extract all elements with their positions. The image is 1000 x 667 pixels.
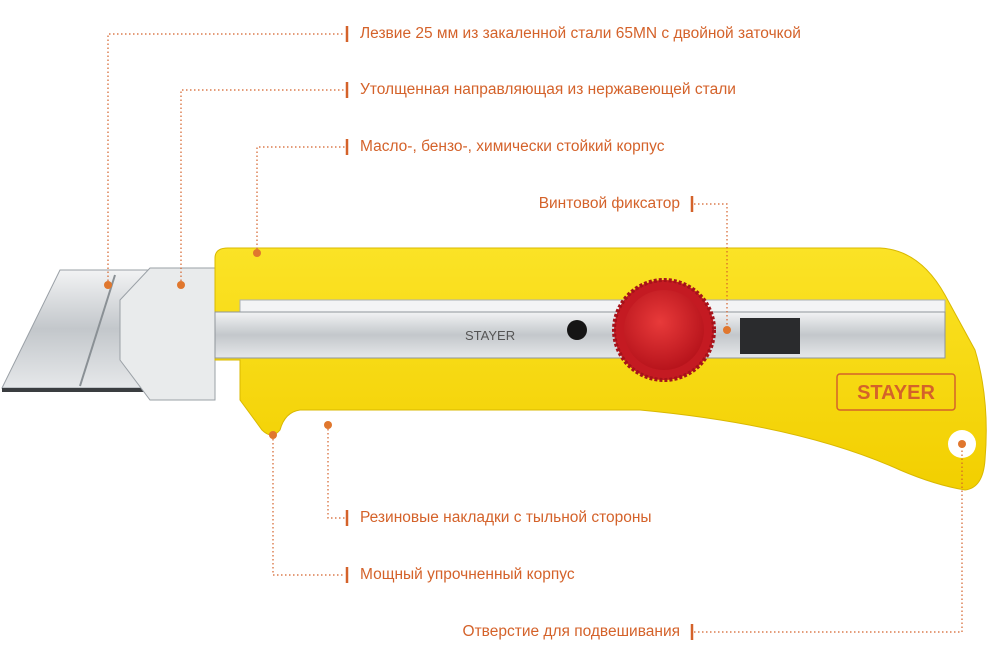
blade-stamp: STAYER xyxy=(465,328,515,343)
callout-hanging-hole: Отверстие для подвешивания xyxy=(462,623,680,640)
callout-bars xyxy=(345,26,694,640)
callout-dots xyxy=(104,249,966,448)
callout-blade: Лезвие 25 мм из закаленной стали 65MN с … xyxy=(360,25,801,42)
callout-rubber-pads: Резиновые накладки с тыльной стороны xyxy=(360,509,652,526)
callout-screw-lock: Винтовой фиксатор xyxy=(538,195,680,212)
steel-guide: STAYER xyxy=(214,299,946,359)
rail-hole xyxy=(567,320,587,340)
callout-reinforced-body: Мощный упрочненный корпус xyxy=(360,566,575,583)
callout-guide: Утолщенная направляющая из нержавеющей с… xyxy=(360,81,736,98)
knife-body xyxy=(214,247,987,491)
leader-lines xyxy=(107,33,963,633)
svg-text:STAYER: STAYER xyxy=(857,382,935,404)
screw-lock-knob[interactable] xyxy=(612,278,716,382)
callout-housing-resistant: Масло-, бензо-, химически стойкий корпус xyxy=(360,138,665,155)
brand-badge: STAYER xyxy=(836,373,956,411)
